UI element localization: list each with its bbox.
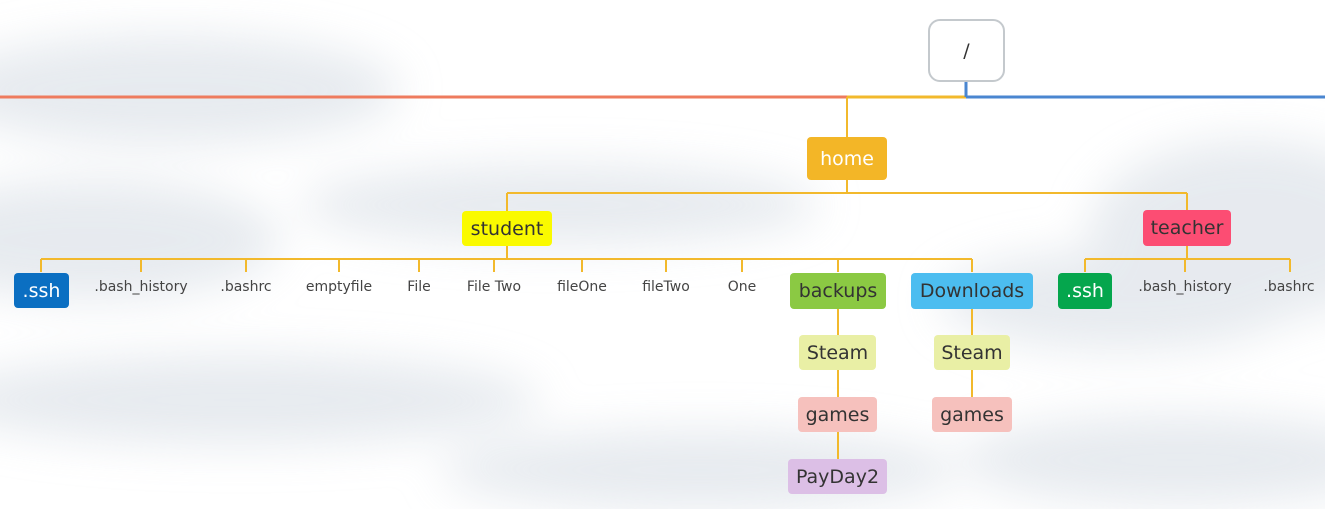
leaf-label: .bash_history — [94, 279, 188, 295]
downloads-steam-label: Steam — [941, 341, 1003, 364]
leaf-label: File — [407, 279, 431, 295]
downloads-steam-node[interactable]: Steam — [934, 335, 1010, 370]
backups-steam-node[interactable]: Steam — [799, 335, 876, 370]
downloads-node[interactable]: Downloads — [911, 273, 1033, 309]
downloads-games-node[interactable]: games — [932, 397, 1012, 432]
leaf-label: emptyfile — [305, 279, 373, 295]
root-label: / — [963, 39, 970, 62]
leaf-fileone[interactable]: fileOne — [549, 274, 615, 300]
leaf-label: fileTwo — [642, 279, 690, 295]
leaf-one[interactable]: One — [718, 274, 766, 300]
teacher-node[interactable]: teacher — [1143, 210, 1231, 246]
student-label: student — [470, 217, 544, 240]
backups-games-node[interactable]: games — [798, 397, 877, 432]
student-node[interactable]: student — [462, 211, 552, 246]
leaf-bashrc[interactable]: .bashrc — [210, 274, 282, 300]
backups-label: backups — [798, 280, 878, 302]
root-node[interactable]: / — [928, 19, 1005, 82]
backups-node[interactable]: backups — [790, 273, 886, 309]
leaf-label: File Two — [466, 279, 522, 295]
leaf-emptyfile[interactable]: emptyfile — [298, 274, 380, 300]
leaf-label: fileOne — [557, 279, 607, 295]
teacher-ssh-node[interactable]: .ssh — [1058, 273, 1112, 309]
backups-steam-label: Steam — [806, 341, 869, 364]
payday2-label: PayDay2 — [795, 465, 880, 488]
home-label: home — [820, 147, 874, 170]
leaf-label: .bash_history — [1138, 279, 1232, 295]
student-ssh-label: .ssh — [22, 279, 61, 302]
leaf-label: .bashrc — [1263, 279, 1315, 295]
student-ssh-node[interactable]: .ssh — [14, 273, 69, 308]
teacher-leaf-bash-history[interactable]: .bash_history — [1131, 274, 1239, 300]
teacher-leaf-bashrc[interactable]: .bashrc — [1254, 274, 1324, 300]
teacher-label: teacher — [1150, 217, 1224, 239]
leaf-filetwo[interactable]: fileTwo — [633, 274, 699, 300]
payday2-node[interactable]: PayDay2 — [788, 459, 887, 494]
downloads-label: Downloads — [919, 280, 1025, 302]
leaf-label: One — [727, 279, 757, 295]
home-node[interactable]: home — [807, 137, 887, 180]
leaf-file-two[interactable]: File Two — [457, 274, 531, 300]
downloads-games-label: games — [940, 403, 1004, 426]
leaf-bash-history[interactable]: .bash_history — [87, 274, 195, 300]
teacher-ssh-label: .ssh — [1066, 280, 1104, 302]
leaf-file[interactable]: File — [398, 274, 440, 300]
leaf-label: .bashrc — [220, 279, 272, 295]
backups-games-label: games — [805, 403, 870, 426]
